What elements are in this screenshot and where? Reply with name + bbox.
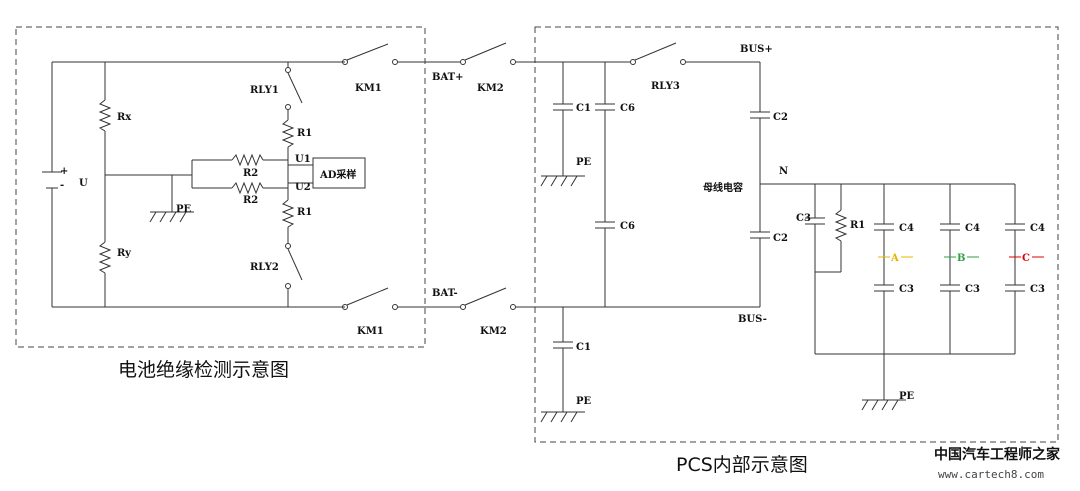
km1-top-label: KM1 (355, 83, 382, 94)
left-panel-circuit (42, 43, 398, 310)
km1-top-switch (346, 43, 389, 61)
r2-bottom-label: R2 (243, 195, 258, 206)
c6-top-label: C6 (620, 103, 635, 114)
left-panel-caption: 电池绝缘检测示意图 (118, 359, 289, 381)
right-panel-caption: PCS内部示意图 (676, 454, 808, 476)
battery-u-label: U (79, 178, 88, 189)
resistor-r2-top (231, 153, 264, 167)
r1-bottom-label: R1 (297, 207, 312, 218)
rx-label: Rx (117, 112, 132, 123)
c4-a-label: C4 (899, 223, 914, 234)
rly2-switch (287, 248, 303, 281)
pe-left-label: PE (176, 204, 192, 215)
c1-top-label: C1 (576, 103, 591, 114)
phase-b-label: B (957, 253, 965, 264)
resistor-r1-right (834, 209, 848, 242)
c6-bottom-label: C6 (620, 221, 635, 232)
phase-c-label: C (1022, 253, 1030, 264)
r1-right-label: R1 (850, 220, 865, 231)
km1-bottom-switch (346, 287, 389, 306)
c2-bottom-label: C2 (773, 233, 788, 244)
pe-bottom-label: PE (576, 396, 592, 407)
resistor-r1-top (281, 119, 295, 148)
c3-c-label: C3 (1030, 284, 1045, 295)
c3-b-label: C3 (965, 284, 980, 295)
ry-label: Ry (117, 248, 132, 259)
km2-top-label: KM2 (477, 83, 504, 94)
rly1-label: RLY1 (250, 85, 279, 96)
km2-top-switch (464, 42, 507, 61)
r1-top-label: R1 (297, 128, 312, 139)
ad-sampling-box (312, 157, 366, 189)
bus-minus-label: BUS- (738, 314, 767, 325)
right-panel-border (534, 26, 1059, 443)
rly1-switch (287, 72, 303, 104)
c1-bottom-label: C1 (576, 342, 591, 353)
rly3-switch (634, 42, 677, 61)
n-label: N (779, 166, 788, 177)
resistor-rx (98, 99, 112, 132)
bat-minus-label: BAT- (432, 288, 458, 299)
rly3-label: RLY3 (651, 81, 680, 92)
middle-circuit (398, 42, 760, 310)
bat-plus-label: BAT+ (432, 72, 463, 83)
ad-sampling-label: AD采样 (319, 168, 356, 181)
resistor-r1-bottom (281, 199, 295, 228)
km2-bottom-label: KM2 (480, 326, 507, 337)
r2-top-label: R2 (243, 168, 258, 179)
battery-minus-label: - (60, 180, 64, 191)
left-panel-border (15, 26, 426, 348)
rly2-label: RLY2 (250, 262, 279, 273)
c4-c-label: C4 (1030, 223, 1045, 234)
km1-bottom-label: KM1 (357, 326, 384, 337)
watermark-url: www.cartech8.com (938, 468, 1044, 481)
km2-bottom-switch (464, 287, 507, 306)
pe-right-label: PE (899, 391, 915, 402)
c3-a-label: C3 (899, 284, 914, 295)
middle-labels: BAT+ BAT- KM2 KM2 (432, 72, 507, 337)
u2-label: U2 (295, 182, 311, 193)
u1-label: U1 (295, 154, 311, 165)
bus-capacitor-label: 母线电容 (703, 181, 743, 194)
right-labels: BUS+ BUS- N RLY3 C1 C6 C6 PE C1 PE C2 C2… (576, 44, 1045, 407)
bus-plus-label: BUS+ (740, 44, 773, 55)
c4-b-label: C4 (965, 223, 980, 234)
resistor-r2-bottom (231, 181, 264, 195)
resistor-ry (98, 241, 112, 274)
phase-a-label: A (890, 253, 899, 264)
right-panel-circuit (540, 42, 1044, 423)
watermark-title: 中国汽车工程师之家 (934, 446, 1061, 463)
c2-top-label: C2 (773, 112, 788, 123)
battery-plus-label: + (60, 166, 68, 177)
left-labels: + - U Rx Ry PE R2 R2 R1 R1 U1 U2 AD采样 RL… (60, 83, 384, 337)
pe-top-label: PE (576, 157, 592, 168)
c3-left-label: C3 (796, 213, 811, 224)
